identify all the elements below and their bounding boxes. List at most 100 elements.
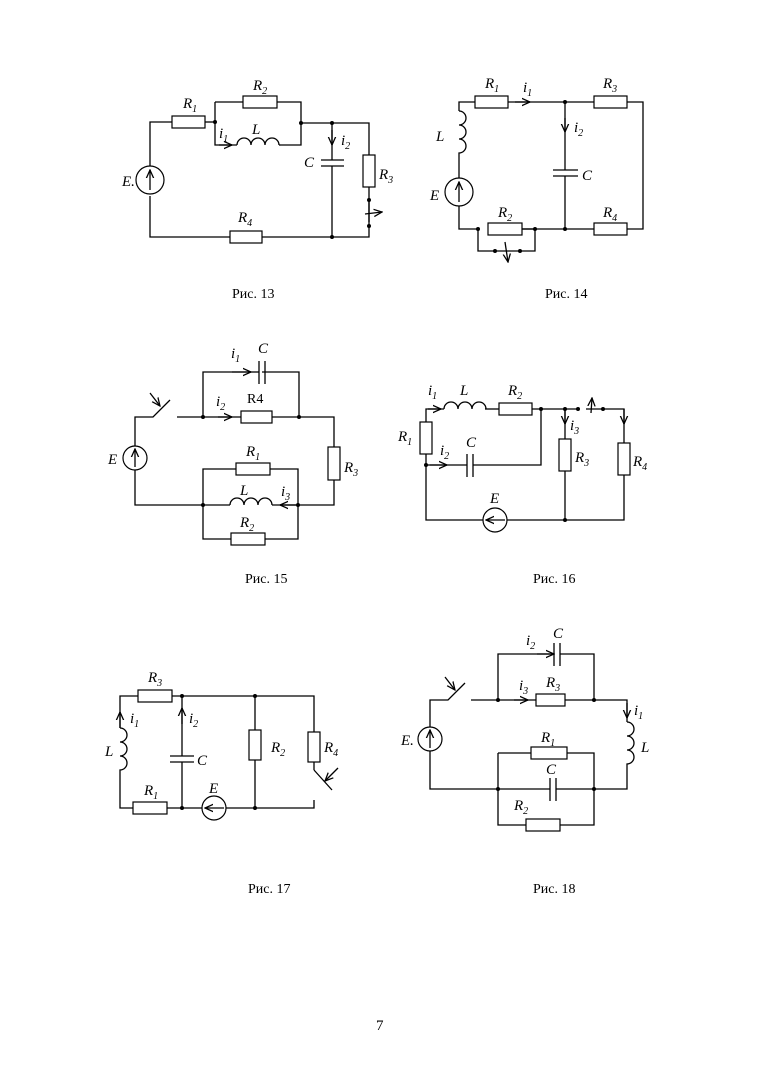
inductor-L xyxy=(458,110,467,157)
figure-15: i1 C i2 R4 R1 L i3 R2 R3 E Рис. 15 xyxy=(107,341,358,587)
label-C-top: C xyxy=(553,626,564,642)
label-R1: R1 xyxy=(540,730,555,749)
label-i1: i1 xyxy=(634,703,643,722)
label-C-bottom: C xyxy=(546,762,557,778)
resistor-R4 xyxy=(240,410,273,424)
label-R2: R2 xyxy=(252,78,267,97)
switch xyxy=(505,241,508,262)
label-C: C xyxy=(197,753,208,769)
wires xyxy=(425,408,625,521)
resistor-R4 xyxy=(617,442,631,476)
label-E: E xyxy=(429,188,439,204)
capacitor-C-bottom xyxy=(549,778,557,801)
label-C: C xyxy=(258,341,269,357)
label-E: E. xyxy=(400,733,414,749)
label-i2: i2 xyxy=(216,394,225,413)
caption-fig-14: Рис. 14 xyxy=(545,287,588,302)
label-R2: R2 xyxy=(507,383,522,402)
label-R4: R4 xyxy=(247,392,263,407)
label-R1: R1 xyxy=(245,444,260,463)
resistor-R1 xyxy=(132,801,168,815)
resistor-R4 xyxy=(307,731,321,763)
inductor-L xyxy=(626,721,635,766)
resistor-R3 xyxy=(362,154,376,188)
switch xyxy=(591,398,592,414)
resistor-R3 xyxy=(327,446,341,481)
figure-14: R1 R2 R3 R4 L C E i1 i2 Рис. 14 xyxy=(429,76,644,302)
caption-fig-17: Рис. 17 xyxy=(248,882,291,897)
label-i3: i3 xyxy=(570,418,579,437)
resistor-R2 xyxy=(498,402,533,416)
resistor-R3 xyxy=(558,438,572,472)
label-R2: R2 xyxy=(497,205,512,224)
label-E: E xyxy=(107,452,117,468)
label-R3: R3 xyxy=(378,167,393,186)
resistor-R2 xyxy=(525,818,561,832)
resistor-R4 xyxy=(229,230,263,244)
capacitor-C xyxy=(170,755,194,763)
capacitor-C xyxy=(466,454,474,477)
resistor-R3 xyxy=(535,693,566,707)
resistor-R1 xyxy=(474,95,509,109)
resistor-R3 xyxy=(593,95,628,109)
label-C: C xyxy=(466,435,477,451)
label-i1: i1 xyxy=(428,383,437,402)
resistor-R1 xyxy=(235,462,271,476)
label-i2: i2 xyxy=(574,120,583,139)
capacitor-C-top xyxy=(553,643,561,666)
label-i1: i1 xyxy=(219,126,228,145)
switch xyxy=(444,676,455,690)
label-R1: R1 xyxy=(397,429,412,448)
label-R4: R4 xyxy=(632,454,647,473)
inductor-L xyxy=(443,401,487,410)
caption-fig-15: Рис. 15 xyxy=(245,572,288,587)
wires xyxy=(429,653,628,826)
capacitor-C xyxy=(321,159,344,167)
label-R1: R1 xyxy=(143,783,158,802)
label-C: C xyxy=(304,155,315,171)
resistor-R3 xyxy=(137,689,173,703)
label-R1: R1 xyxy=(182,96,197,115)
label-L: L xyxy=(104,744,113,760)
inductor-L xyxy=(236,137,280,146)
label-i1: i1 xyxy=(130,711,139,730)
figure-16: i1 L R2 R1 i2 C i3 R3 R4 E Рис. 16 xyxy=(397,383,647,587)
caption-fig-16: Рис. 16 xyxy=(533,572,576,587)
label-i2: i2 xyxy=(440,443,449,462)
inductor-L xyxy=(229,497,273,506)
label-L: L xyxy=(239,483,248,499)
label-L: L xyxy=(459,383,468,399)
label-E: E xyxy=(489,491,499,507)
label-L: L xyxy=(640,740,649,756)
resistor-R1 xyxy=(171,115,206,129)
resistor-R2 xyxy=(230,532,266,546)
label-i2: i2 xyxy=(189,711,198,730)
wires xyxy=(134,371,335,540)
label-i2: i2 xyxy=(526,633,535,652)
resistor-R2 xyxy=(248,729,262,761)
label-E: E. xyxy=(121,174,135,190)
label-R2: R2 xyxy=(513,798,528,817)
capacitor-C xyxy=(553,169,578,177)
resistor-R1 xyxy=(530,746,568,760)
label-i1: i1 xyxy=(523,80,532,99)
caption-fig-18: Рис. 18 xyxy=(533,882,576,897)
label-R3: R3 xyxy=(574,450,589,469)
inductor-L xyxy=(119,727,128,772)
switch xyxy=(364,200,382,222)
label-R2: R2 xyxy=(270,740,285,759)
label-R4: R4 xyxy=(602,205,617,224)
label-i3: i3 xyxy=(519,678,528,697)
label-R1: R1 xyxy=(484,76,499,95)
label-L: L xyxy=(435,129,444,145)
label-R4: R4 xyxy=(323,740,338,759)
resistor-R2 xyxy=(487,222,523,236)
label-R3: R3 xyxy=(602,76,617,95)
label-R3: R3 xyxy=(343,460,358,479)
label-i2: i2 xyxy=(341,133,350,152)
figure-17: R3 i1 i2 L C R2 R4 R1 E Рис. 17 xyxy=(104,670,339,897)
label-C: C xyxy=(582,168,593,184)
label-R4: R4 xyxy=(237,210,252,229)
label-i3: i3 xyxy=(281,484,290,503)
caption-fig-13: Рис. 13 xyxy=(232,287,275,302)
